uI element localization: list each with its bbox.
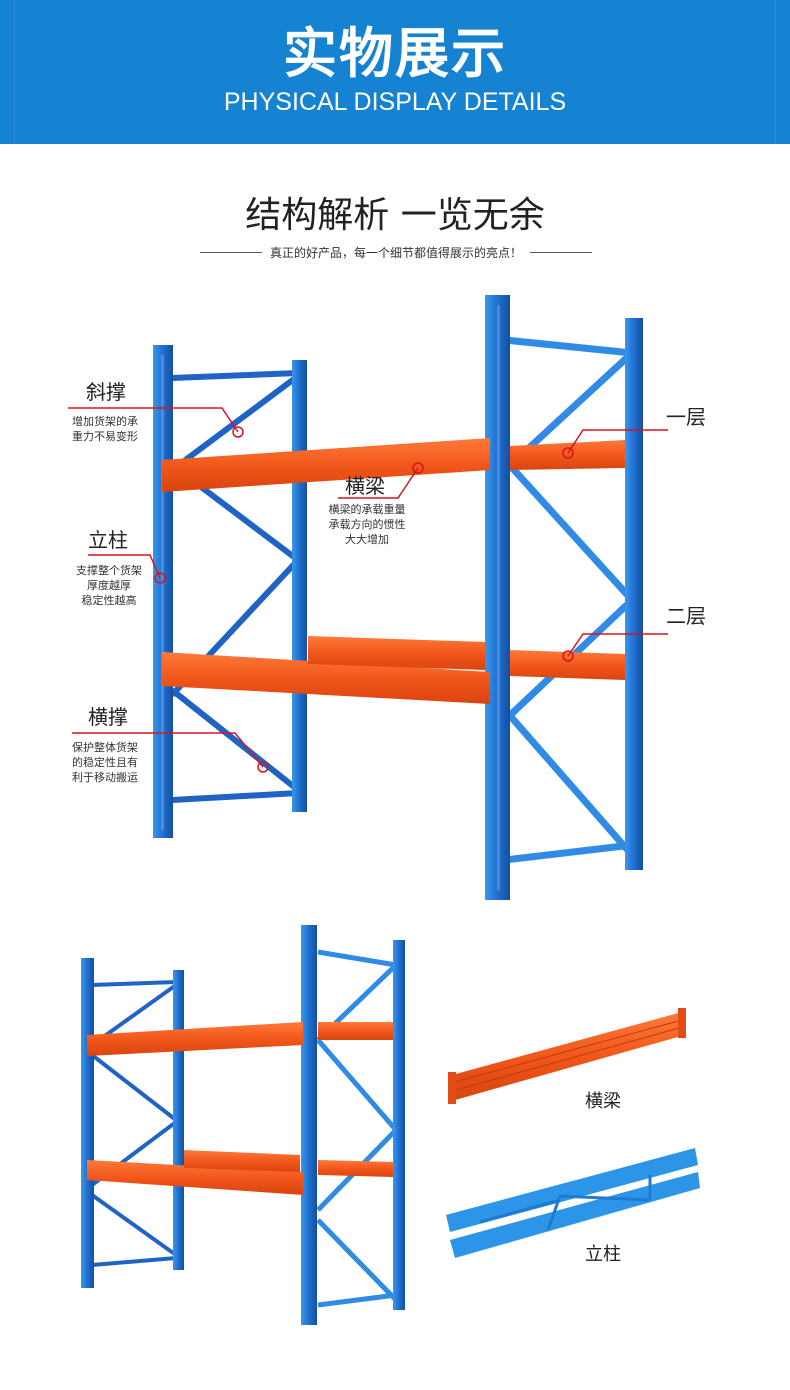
desc-line: 重力不易变形 xyxy=(72,430,138,443)
callout-level-2: 二层 xyxy=(666,604,706,628)
beam-lower-right xyxy=(510,650,625,680)
beam-part-image xyxy=(448,1008,686,1104)
beam-lower-back xyxy=(308,636,485,670)
callout-title: 立柱 xyxy=(88,528,128,552)
callout-level-1: 一层 xyxy=(666,405,706,429)
desc-line: 稳定性越高 xyxy=(81,594,137,607)
desc-line: 增加货架的承 xyxy=(72,415,138,428)
section-subtitle-row: 真正的好产品，每一个细节都值得展示的亮点！ xyxy=(200,243,593,261)
callout-title: 斜撑 xyxy=(86,380,126,404)
divider-left xyxy=(200,251,262,253)
banner-inner-frame xyxy=(14,0,776,144)
section-title: 结构解析 一览无余 xyxy=(245,195,545,236)
beam-upper-left xyxy=(162,438,490,492)
upright-part-label: 立柱 xyxy=(585,1244,621,1265)
desc-line: 横梁的承载重量 xyxy=(328,503,406,516)
desc-line: 利于移动搬运 xyxy=(72,771,138,784)
callout-beam: 横梁 xyxy=(345,474,385,498)
rack-illustration-secondary xyxy=(81,925,405,1325)
callout-horizontal-desc: 保护整体货架 的稳定性且有 利于移动搬运 xyxy=(72,740,138,785)
divider-right xyxy=(530,251,593,253)
desc-line: 承载方向的惯性 xyxy=(328,518,406,531)
desc-line: 保护整体货架 xyxy=(72,741,138,754)
desc-line: 厚度越厚 xyxy=(87,579,131,592)
desc-line: 支撑整个货架 xyxy=(76,564,142,577)
desc-line: 大大增加 xyxy=(345,533,389,546)
callout-lines xyxy=(68,407,668,773)
callout-diagonal-desc: 增加货架的承 重力不易变形 xyxy=(72,414,138,444)
callout-horizontal-brace: 横撑 xyxy=(88,705,128,729)
beam-lower-front xyxy=(162,652,490,704)
right-frame-braces xyxy=(502,336,635,864)
callout-diagonal-brace: 斜撑 xyxy=(86,380,126,404)
callout-title: 横梁 xyxy=(345,474,385,498)
left-frame-braces xyxy=(169,370,301,803)
section-subtitle: 真正的好产品，每一个细节都值得展示的亮点！ xyxy=(270,245,523,260)
upright-3 xyxy=(485,295,510,900)
callout-upright-desc: 支撑整个货架 厚度越厚 稳定性越高 xyxy=(72,563,146,608)
banner-title: 实物展示 xyxy=(283,22,507,85)
banner-subtitle: PHYSICAL DISPLAY DETAILS xyxy=(223,88,567,116)
beam-part-label: 横梁 xyxy=(585,1091,621,1112)
header-banner: 实物展示 PHYSICAL DISPLAY DETAILS xyxy=(0,0,790,144)
beam-upper-right xyxy=(510,440,625,470)
desc-line: 的稳定性且有 xyxy=(72,756,138,769)
callout-title: 横撑 xyxy=(88,705,128,729)
upright-part-image xyxy=(446,1148,700,1258)
upright-2 xyxy=(292,360,307,812)
upright-4 xyxy=(625,318,643,870)
callout-beam-desc: 横梁的承载重量 承载方向的惯性 大大增加 xyxy=(322,502,412,547)
callout-upright: 立柱 xyxy=(88,528,128,552)
